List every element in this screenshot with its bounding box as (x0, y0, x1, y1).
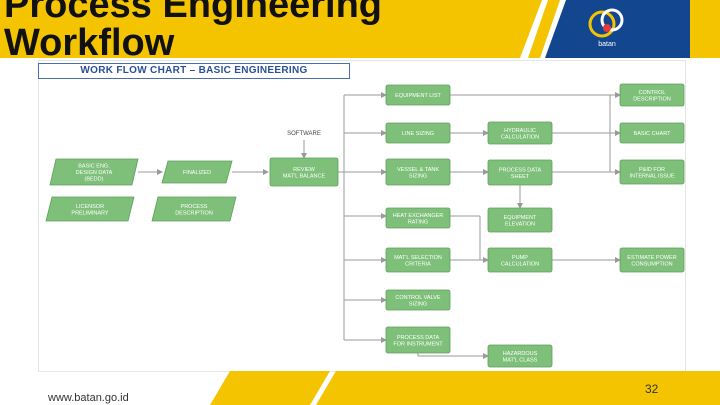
page-title: Process Engineering Workflow (4, 0, 382, 62)
node-box (487, 207, 553, 233)
node-label: CALCULATION (501, 261, 539, 267)
node-label: BASIC ENG. (78, 164, 110, 170)
title-line-1: Process Engineering (4, 0, 383, 26)
node-box (161, 160, 233, 184)
node-label: ESTIMATE POWER (627, 255, 676, 261)
node-label: CONTROL (639, 90, 666, 96)
node-box (385, 326, 451, 354)
connector-lines (138, 92, 621, 359)
node-label: CONSUMPTION (631, 261, 672, 267)
node-label: MAT'L BALANCE (283, 173, 326, 179)
node-label: INTERNAL ISSUE (629, 173, 674, 179)
node-label: PRELIMINARY (71, 210, 109, 216)
node-label: ELEVATION (505, 221, 535, 227)
node-box (619, 247, 685, 273)
batan-logo: batan (588, 8, 624, 48)
node-box (49, 158, 139, 186)
node-label: PROCESS DATA (499, 167, 542, 173)
node-label: P&ID FOR (639, 167, 665, 173)
logo-text: batan (598, 41, 616, 48)
footer-decoration (0, 371, 720, 405)
node-label: MAT'L SELECTION (394, 255, 442, 261)
node-box (619, 83, 685, 107)
node-box (385, 247, 451, 273)
node-label: EQUIPMENT LIST (395, 93, 441, 99)
node-label: EQUIPMENT (504, 215, 537, 221)
node-box (385, 122, 451, 144)
node-line-sizing: LINE SIZING (385, 122, 451, 144)
node-box (487, 344, 553, 368)
node-box (269, 157, 339, 187)
node-label: SIZING (409, 173, 427, 179)
node-label: DESIGN DATA (76, 170, 113, 176)
node-label: HEAT EXCHANGER (393, 213, 444, 219)
node-label: FOR INSTRUMENT (393, 341, 443, 347)
node-box (45, 196, 135, 222)
node-box (619, 159, 685, 185)
node-box (385, 289, 451, 311)
chart-header: WORK FLOW CHART – BASIC ENGINEERING (38, 63, 350, 79)
node-label: SHEET (511, 174, 530, 180)
node-label: HAZARDOUS (503, 351, 538, 357)
node-label: LINE SIZING (402, 131, 434, 137)
title-bar-decoration (0, 0, 720, 58)
node-label: DESCRIPTION (633, 96, 671, 102)
node-basic-eng: BASIC ENG.DESIGN DATA(BEDD) (49, 158, 139, 186)
node-equipment-list: EQUIPMENT LIST (385, 84, 451, 106)
node-box (385, 207, 451, 229)
node-label: REVIEW (293, 167, 316, 173)
footer-url[interactable]: www.batan.go.id (48, 392, 129, 404)
node-label: FINALIZED (183, 170, 211, 176)
node-box (487, 247, 553, 273)
node-label: (BEDD) (85, 177, 104, 183)
node-box (151, 196, 237, 222)
node-box (487, 121, 553, 145)
title-line-2: Workflow (4, 22, 175, 64)
node-basic-chart: BASIC CHART (619, 122, 685, 144)
node-box (487, 159, 553, 186)
workflow-nodes: BASIC ENG.DESIGN DATA(BEDD) FINALIZED LICE… (45, 83, 685, 368)
node-label: PROCESS DATA (397, 335, 440, 341)
node-label: RATING (408, 219, 428, 225)
node-label: CALCULATION (501, 134, 539, 140)
node-label: DESCRIPTION (175, 210, 213, 216)
node-label: BASIC CHART (634, 131, 672, 137)
node-label: VESSEL & TANK (397, 167, 439, 173)
node-finalized: FINALIZED (161, 160, 233, 184)
node-label: CONTROL VALVE (395, 295, 440, 301)
node-box (619, 122, 685, 144)
node-label: SIZING (409, 301, 427, 307)
node-label: LICENSOR (76, 204, 104, 210)
node-box (385, 158, 451, 186)
software-label: SOFTWARE (287, 131, 321, 137)
node-box (385, 84, 451, 106)
node-label: HYDRAULIC (504, 128, 536, 134)
page-number: 32 (645, 382, 659, 396)
chart-header-label: WORK FLOW CHART – BASIC ENGINEERING (80, 65, 308, 76)
node-label: CRITERIA (405, 261, 431, 267)
node-label: MAT'L CLASS (503, 357, 538, 363)
node-label: PROCESS (181, 204, 208, 210)
node-label: PUMP (512, 255, 528, 261)
